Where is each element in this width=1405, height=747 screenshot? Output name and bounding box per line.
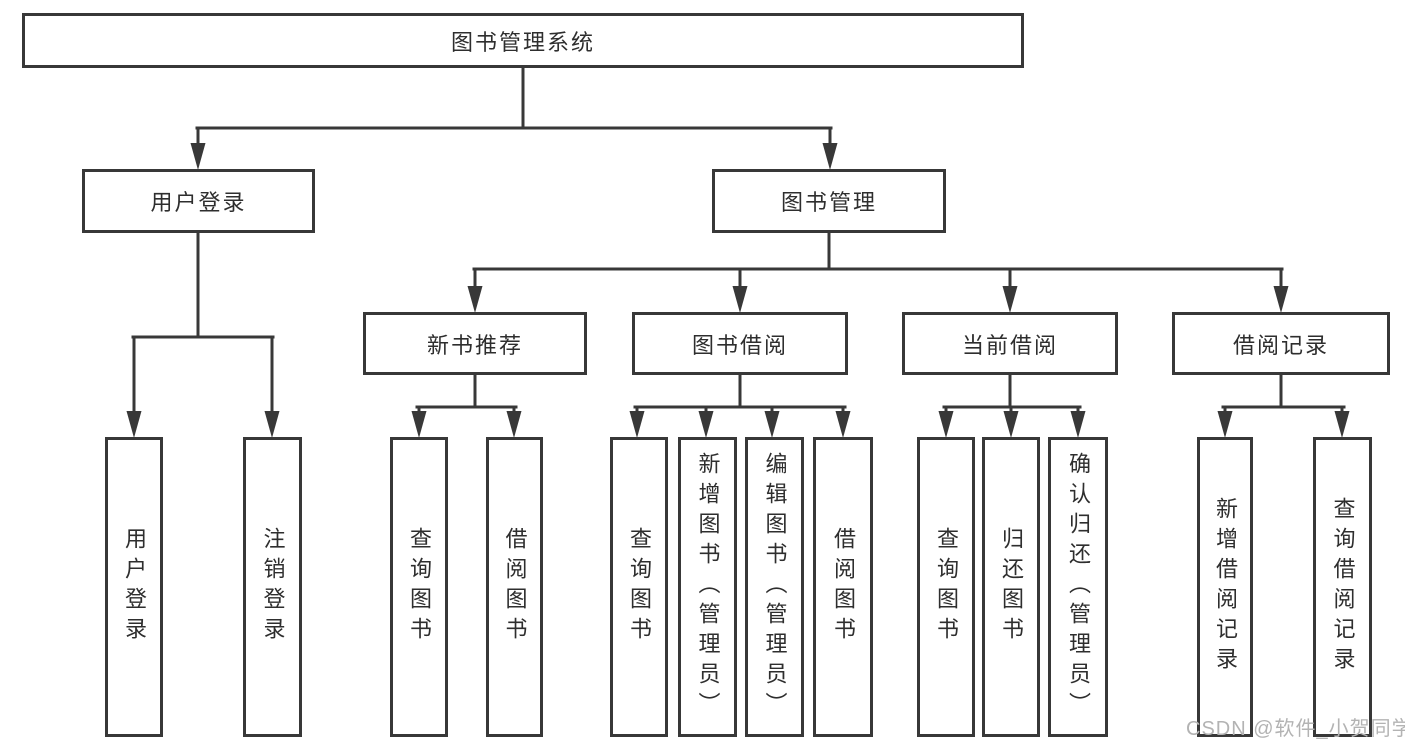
leaf-bb-add-books-admin: 新增图书（管理员） [678, 437, 737, 737]
leaf-bb-edit-books-admin: 编辑图书（管理员） [745, 437, 804, 737]
watermark: CSDN @软件_小贺同学 [1186, 718, 1405, 740]
node-new-book-recommend: 新书推荐 [363, 312, 587, 375]
leaf-bb-borrow-books: 借阅图书 [813, 437, 873, 737]
leaf-cb-return-books: 归还图书 [982, 437, 1040, 737]
node-book-management: 图书管理 [712, 169, 946, 233]
leaf-logout: 注销登录 [243, 437, 302, 737]
node-root: 图书管理系统 [22, 13, 1024, 68]
leaf-rec-query-books: 查询图书 [390, 437, 448, 737]
node-user-login-group: 用户登录 [82, 169, 315, 233]
leaf-br-query-record: 查询借阅记录 [1313, 437, 1372, 737]
leaf-user-login: 用户登录 [105, 437, 163, 737]
leaf-bb-query-books: 查询图书 [610, 437, 668, 737]
node-book-borrow: 图书借阅 [632, 312, 848, 375]
leaf-rec-borrow-books: 借阅图书 [486, 437, 543, 737]
leaf-br-add-record: 新增借阅记录 [1197, 437, 1253, 737]
leaf-cb-confirm-return-admin: 确认归还（管理员） [1048, 437, 1108, 737]
node-borrow-records: 借阅记录 [1172, 312, 1390, 375]
leaf-cb-query-books: 查询图书 [917, 437, 975, 737]
node-current-borrow: 当前借阅 [902, 312, 1118, 375]
